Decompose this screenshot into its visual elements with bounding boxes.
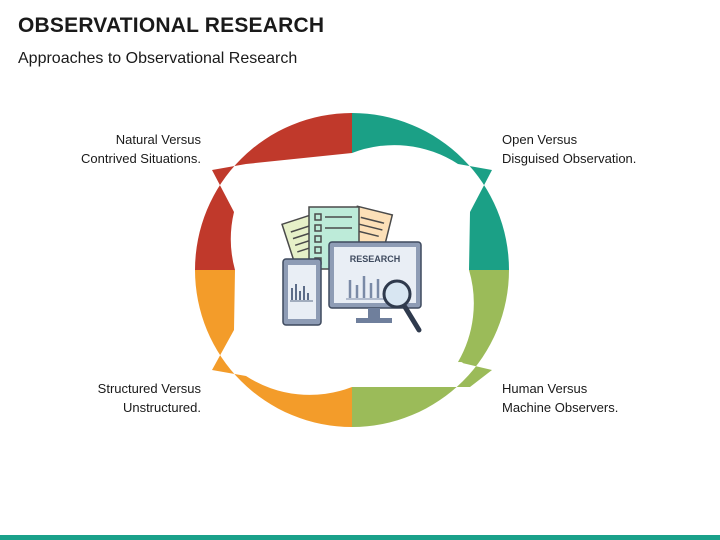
research-illustration: RESEARCH xyxy=(281,205,422,333)
monitor-label: RESEARCH xyxy=(350,254,401,264)
label-01: Open Versus Disguised Observation. xyxy=(502,130,636,168)
label-01-line2: Disguised Observation. xyxy=(502,151,637,166)
segment-number-04: 04 xyxy=(238,169,255,186)
label-02-line1: Human Versus xyxy=(502,381,588,396)
label-02-line2: Machine Observers. xyxy=(502,400,619,415)
segment-number-03: 03 xyxy=(238,359,255,376)
page-subtitle: Approaches to Observational Research xyxy=(18,50,298,67)
accent-bar xyxy=(0,535,720,540)
label-03: Structured Versus Unstructured. xyxy=(98,379,201,417)
page-title: OBSERVATIONAL RESEARCH xyxy=(18,14,325,37)
label-01-line1: Open Versus xyxy=(502,132,578,147)
segment-number-02: 02 xyxy=(448,359,465,376)
label-02: Human Versus Machine Observers. xyxy=(502,379,618,417)
segment-03 xyxy=(195,270,352,427)
label-04-line1: Natural Versus xyxy=(115,132,201,147)
label-03-line2: Unstructured. xyxy=(122,400,201,415)
label-03-line1: Structured Versus xyxy=(97,381,201,396)
segment-02 xyxy=(352,270,509,427)
label-04: Natural Versus Contrived Situations. xyxy=(81,130,201,168)
segment-number-01: 01 xyxy=(448,169,465,186)
segment-01 xyxy=(352,113,509,270)
label-04-line2: Contrived Situations. xyxy=(81,151,201,166)
segment-04 xyxy=(195,113,352,270)
